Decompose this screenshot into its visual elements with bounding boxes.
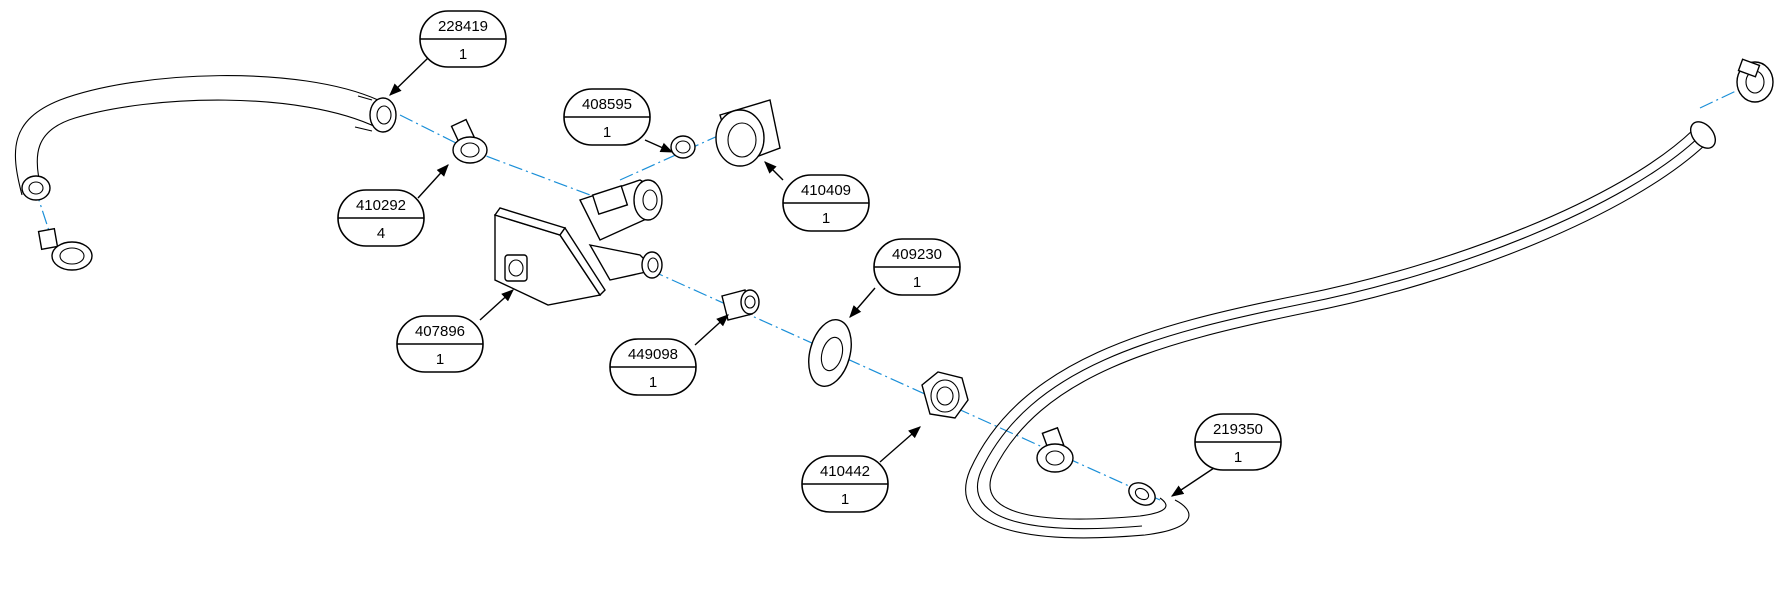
clamp-icon [450, 118, 488, 164]
callout-407896: 407896 1 [396, 315, 484, 373]
callout-410442: 410442 1 [801, 455, 889, 513]
clamp-icon [1736, 58, 1774, 103]
callout-228419: 228419 1 [419, 10, 507, 68]
callout-409230: 409230 1 [873, 238, 961, 296]
hex-nut [921, 371, 969, 419]
callout-410292: 410292 4 [337, 189, 425, 247]
sleeve [721, 289, 760, 321]
quantity: 1 [436, 351, 444, 368]
callout-408595: 408595 1 [563, 88, 651, 146]
quantity: 1 [1234, 449, 1242, 466]
part-number: 228419 [438, 18, 488, 35]
part-number: 409230 [892, 246, 942, 263]
part-number: 407896 [415, 323, 465, 340]
quantity: 4 [377, 225, 385, 242]
part-number: 408595 [582, 96, 632, 113]
cap-nut [715, 99, 781, 167]
callout-219350: 219350 1 [1194, 413, 1282, 471]
quantity: 1 [841, 491, 849, 508]
flat-washer [808, 319, 852, 387]
part-number: 410409 [801, 182, 851, 199]
clamp-icon [37, 227, 93, 271]
quantity: 1 [603, 124, 611, 141]
quantity: 1 [913, 274, 921, 291]
water-valve [493, 179, 663, 306]
callout-449098: 449098 1 [609, 338, 697, 396]
small-gasket [670, 135, 696, 159]
clamp-icon [1036, 426, 1074, 473]
part-number: 449098 [628, 346, 678, 363]
callout-410409: 410409 1 [782, 174, 870, 232]
upper-hose [14, 75, 397, 201]
quantity: 1 [822, 210, 830, 227]
part-number: 410292 [356, 197, 406, 214]
long-hose [965, 121, 1717, 539]
leader-arrows [389, 57, 1221, 497]
quantity: 1 [459, 46, 467, 63]
part-number: 410442 [820, 463, 870, 480]
quantity: 1 [649, 374, 657, 391]
part-number: 219350 [1213, 421, 1263, 438]
